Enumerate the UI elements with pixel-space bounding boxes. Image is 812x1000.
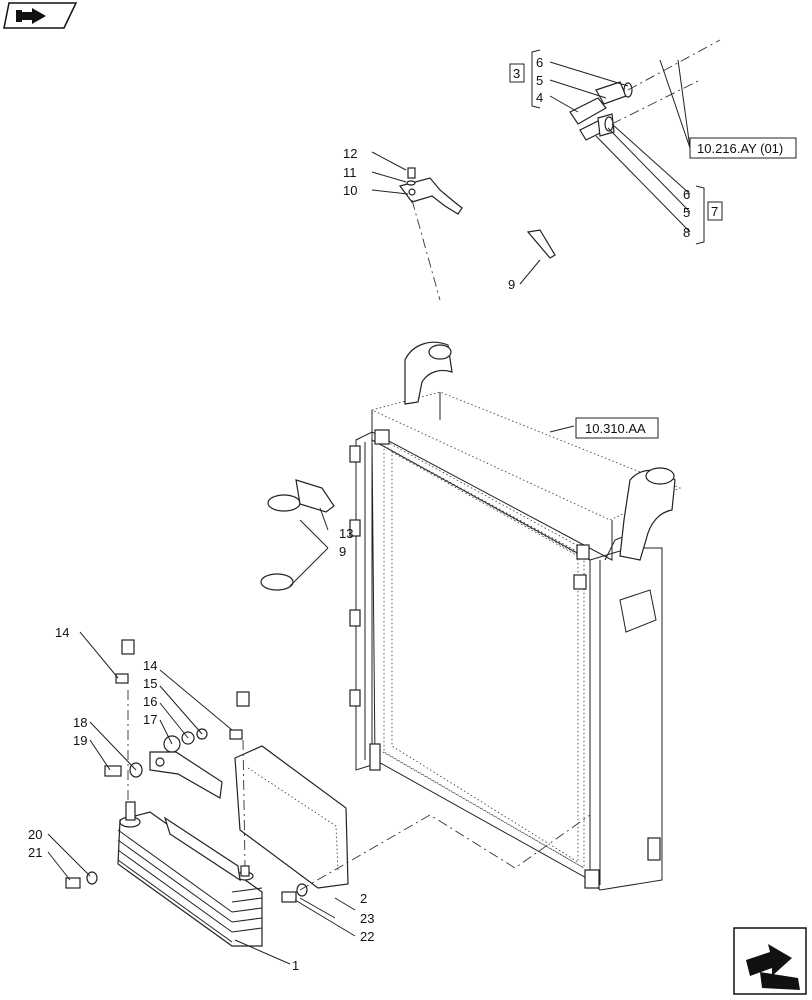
callout-11: 11 xyxy=(343,165,357,180)
callouts: 6 5 4 6 5 8 9 12 11 10 13 9 14 14 15 16 … xyxy=(28,55,690,973)
callout-1: 1 xyxy=(292,958,299,973)
callout-17: 17 xyxy=(143,712,157,727)
callout-18: 18 xyxy=(73,715,87,730)
ref-10-310-aa-label: 10.310.AA xyxy=(585,421,646,436)
callout-9: 9 xyxy=(339,544,346,559)
ref-10-216-ay[interactable]: 10.216.AY (01) xyxy=(689,137,797,159)
callout-14: 14 xyxy=(55,625,69,640)
book-arrow-icon[interactable] xyxy=(3,2,78,29)
group-brackets xyxy=(531,49,705,245)
callout-16: 16 xyxy=(143,694,157,709)
callout-7: 7 xyxy=(711,204,718,219)
callout-5: 5 xyxy=(683,205,690,220)
callout-12: 12 xyxy=(343,146,357,161)
oil-cooler xyxy=(117,745,349,947)
top-fittings xyxy=(569,81,633,141)
next-page-arrow-icon[interactable] xyxy=(733,927,807,995)
callout-9: 9 xyxy=(508,277,515,292)
callout-23: 23 xyxy=(360,911,374,926)
callout-4: 4 xyxy=(536,90,543,105)
callout-5: 5 xyxy=(536,73,543,88)
group-7-box: 7 xyxy=(707,201,723,221)
group-3-box: 3 xyxy=(509,63,525,83)
callout-6: 6 xyxy=(683,187,690,202)
callout-22: 22 xyxy=(360,929,374,944)
ref-10-216-ay-label: 10.216.AY (01) xyxy=(697,141,783,156)
callout-6: 6 xyxy=(536,55,543,70)
radiator-assembly xyxy=(349,341,682,891)
callout-15: 15 xyxy=(143,676,157,691)
callout-20: 20 xyxy=(28,827,42,842)
callout-2: 2 xyxy=(360,891,367,906)
cooler-hoses xyxy=(121,120,598,707)
callout-3: 3 xyxy=(513,66,520,81)
ref-10-310-aa[interactable]: 10.310.AA xyxy=(575,417,659,439)
callout-14: 14 xyxy=(143,658,157,673)
alignment-lines xyxy=(127,39,721,891)
callout-8: 8 xyxy=(683,225,690,240)
callout-13: 13 xyxy=(339,526,353,541)
clamps xyxy=(260,229,556,591)
callout-19: 19 xyxy=(73,733,87,748)
leader-lines xyxy=(47,59,691,965)
callout-10: 10 xyxy=(343,183,357,198)
callout-21: 21 xyxy=(28,845,42,860)
hose-bracket xyxy=(398,167,463,215)
